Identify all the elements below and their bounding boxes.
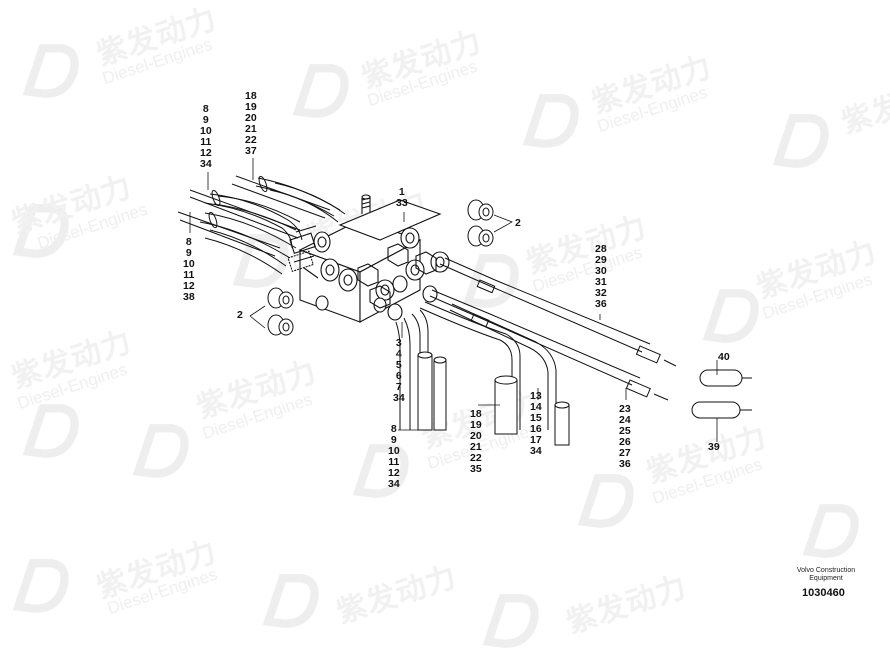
callout-bottom-mid: 3 4 5 6 7 34	[393, 337, 405, 404]
callout-sleeve-39: 39	[708, 441, 720, 453]
callout-sleeve-40: 40	[718, 351, 730, 363]
watermark-logo-icon	[462, 254, 519, 308]
callout-bottom-right-a: 13 14 15 16 17 34	[530, 390, 542, 457]
manufacturer-line-2: Equipment	[809, 575, 843, 582]
diagram-canvas: 紫发动力 Diesel-Engines 紫发动力 Diesel-Engines …	[7, 1, 890, 648]
callout-right-cables: 28 29 30 31 32 36	[595, 243, 607, 310]
hose-bundle-upper-left	[189, 175, 346, 249]
callout-left-mid: 8 9 10 11 12 38	[183, 236, 195, 303]
loose-fittings	[267, 199, 494, 336]
leader-lines	[189, 158, 718, 442]
watermark-logo-icon	[702, 289, 759, 343]
watermark-logo-icon	[352, 444, 409, 498]
watermark-logo-icon	[262, 574, 319, 628]
callout-bottom-center: 18 19 20 21 22 35	[470, 408, 482, 475]
protective-sleeves	[691, 369, 752, 419]
hoses-downward	[395, 301, 570, 446]
valve-block	[287, 194, 450, 323]
hose-bundle-lower-left	[177, 211, 297, 275]
callout-top-left-b: 18 19 20 21 22 37	[245, 90, 257, 157]
watermark-logo-icon	[577, 474, 634, 528]
watermark-logo-icon	[802, 504, 859, 558]
callout-top-left-a: 8 9 10 11 12 34	[200, 103, 212, 170]
watermark-logo-icon	[132, 424, 189, 478]
callout-fitting-left: 2	[237, 309, 243, 321]
drawing-number: 1030460	[802, 587, 845, 599]
callout-bottom-right-b: 23 24 25 26 27 36	[619, 403, 631, 470]
callout-fitting-right: 2	[515, 217, 521, 229]
manufacturer-line-1: Volvo Construction	[796, 567, 856, 574]
watermark-logo-icon	[522, 94, 579, 148]
callout-bottom-left: 8 9 10 11 12 34	[388, 423, 400, 490]
watermark-logo-icon	[22, 404, 79, 458]
watermark-logo-icon	[12, 204, 69, 258]
watermark-logo-icon	[22, 44, 79, 98]
watermark-logo-icon	[772, 114, 829, 168]
control-cables-right	[429, 257, 677, 401]
watermark-logo-icon	[292, 64, 349, 118]
hydraulic-valve-drawing	[177, 158, 752, 446]
callout-valve-top: 1 33	[396, 186, 408, 209]
watermark-logo-icon	[232, 234, 289, 288]
watermark-logo-icon	[12, 559, 69, 613]
